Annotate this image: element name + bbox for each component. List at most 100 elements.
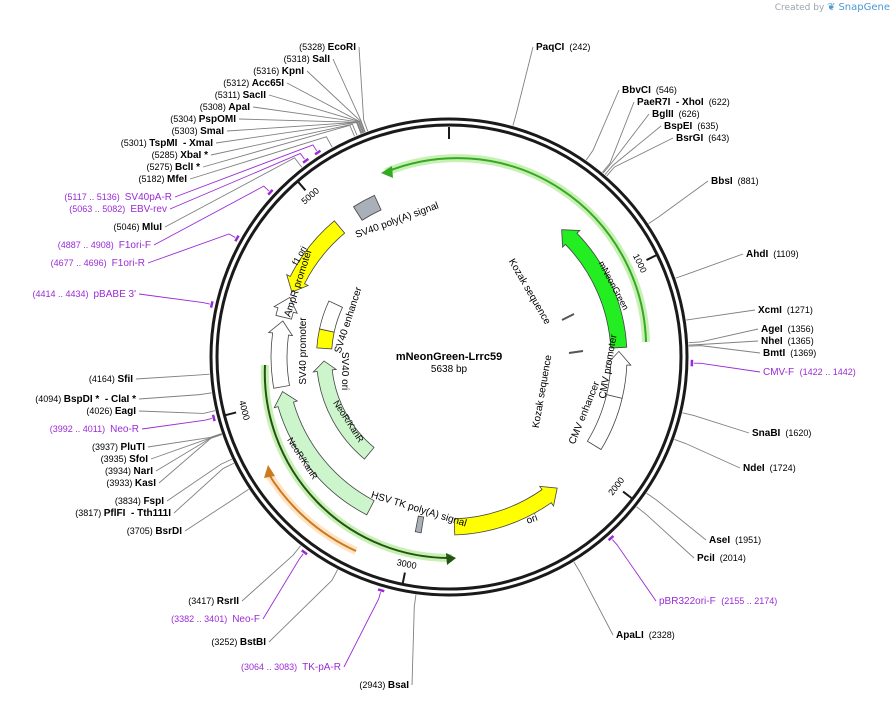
enzyme-label-xcmi: XcmI (1271) bbox=[758, 305, 813, 316]
leader-tspmi bbox=[215, 122, 362, 144]
enzyme-name-bsai: BsaI bbox=[388, 680, 409, 691]
leader-nhei bbox=[688, 340, 759, 346]
leader-xcmi bbox=[686, 309, 756, 321]
tick-label-5000: 5000 bbox=[299, 186, 321, 207]
credit-brand: SnapGene bbox=[838, 2, 890, 13]
primer-site-pbr322ori-f bbox=[607, 534, 615, 542]
enzyme-label-mfei: (5182) MfeI bbox=[138, 174, 187, 185]
enzyme-name-bsrgi: BsrGI bbox=[676, 133, 703, 144]
backbone-inner-ring bbox=[215, 123, 683, 591]
enzyme-position-pluti: (3937) bbox=[92, 442, 121, 452]
enzyme-label-sacii: (5311) SacII bbox=[215, 90, 266, 101]
primer-range-neo-r: (3992 .. 4011) bbox=[50, 424, 110, 434]
primer-label-f1ori-f: (4887 .. 4908) F1ori-F bbox=[58, 240, 151, 251]
enzyme-position-apali: (2328) bbox=[644, 630, 675, 640]
primer-name-neo-f: Neo-F bbox=[232, 614, 260, 625]
enzyme-position-mfei: (5182) bbox=[138, 174, 167, 184]
enzyme-position-mlui: (5046) bbox=[113, 222, 142, 232]
enzyme-name-kasi: KasI bbox=[135, 478, 156, 489]
primer-range-tk-pa-r: (3064 .. 3083) bbox=[241, 662, 302, 672]
primer-range-sv40pa-r: (5117 .. 5136) bbox=[64, 192, 124, 202]
enzyme-name-ecori: EcoRI bbox=[328, 42, 357, 53]
leader-bbvci bbox=[585, 89, 620, 161]
enzyme-label-bspdi: (4094) BspDI * - ClaI * bbox=[35, 394, 136, 405]
enzyme-position-bglii: (626) bbox=[674, 109, 700, 119]
enzyme-position-smai: (5303) bbox=[172, 126, 201, 136]
leader-bglii bbox=[602, 113, 650, 174]
primer-site-sv40pa-r bbox=[314, 149, 322, 156]
primer-range-cmv-f: (1422 .. 1442) bbox=[800, 367, 856, 377]
leader-apali bbox=[573, 561, 614, 636]
tick-3000 bbox=[401, 572, 406, 585]
leader-nari bbox=[155, 433, 222, 472]
enzyme-label-asei: AseI (1951) bbox=[709, 535, 761, 546]
enzyme-name-smai: SmaI bbox=[200, 126, 224, 137]
neo-line-inner-arrow bbox=[446, 553, 456, 565]
primer-leader-pbr322ori-f bbox=[612, 539, 657, 602]
enzyme-name-mlui: MluI bbox=[142, 222, 162, 233]
leader-bspdi bbox=[138, 392, 212, 400]
primer-name-cmv-f: CMV-F bbox=[763, 367, 800, 378]
enzyme-name-kpni: KpnI bbox=[282, 66, 304, 77]
leader-sfii bbox=[135, 373, 210, 380]
feature-ori-inner bbox=[453, 485, 558, 536]
tick-2000 bbox=[622, 490, 634, 500]
primer-site-f1ori-r bbox=[234, 234, 240, 242]
backbone-outer-ring bbox=[209, 117, 689, 597]
primer-leader-f1ori-f bbox=[153, 185, 270, 246]
enzyme-name-nhei: NheI bbox=[761, 336, 783, 347]
leader-snabi bbox=[682, 412, 750, 434]
feature-cmv-enhancer-inner bbox=[586, 394, 623, 451]
enzyme-position-bbsi: (881) bbox=[733, 176, 759, 186]
enzyme-label-bmti: BmtI (1369) bbox=[763, 348, 816, 359]
enzyme-name-agei: AgeI bbox=[761, 324, 783, 335]
mneongreen-line-arrow bbox=[381, 166, 393, 178]
primer-leader-pbabe-3 bbox=[138, 293, 210, 305]
enzyme-position-bspdi: (4094) bbox=[35, 394, 64, 404]
enzyme-position-ahdi: (1109) bbox=[768, 249, 798, 259]
feature-sv40-enhancer-second bbox=[319, 300, 344, 333]
leader-mfei bbox=[189, 136, 333, 180]
leader-rsrii bbox=[241, 545, 301, 602]
feature-label-sv40-promoter: SV40 promoter bbox=[298, 317, 309, 385]
enzyme-name-paer7i: PaeR7I - XhoI bbox=[637, 97, 704, 108]
enzyme-position-pspomi: (5304) bbox=[170, 114, 199, 124]
leader-eagi bbox=[138, 410, 216, 414]
enzyme-position-bcli: (5275) bbox=[146, 162, 175, 172]
enzyme-position-nhei: (1365) bbox=[783, 336, 814, 346]
enzyme-label-acc65i: (5312) Acc65I bbox=[223, 78, 284, 89]
enzyme-label-bglii: BglII (626) bbox=[652, 109, 700, 120]
enzyme-position-snabi: (1620) bbox=[780, 428, 811, 438]
primer-site-f1ori-f bbox=[267, 189, 274, 196]
plasmid-length: 5638 bp bbox=[431, 364, 468, 375]
enzyme-position-bspei: (635) bbox=[692, 121, 718, 131]
enzyme-position-kpni: (5316) bbox=[253, 66, 282, 76]
primer-name-f1ori-f: F1ori-F bbox=[119, 240, 151, 251]
primer-name-ebv-rev: EBV-rev bbox=[130, 204, 167, 215]
enzyme-name-bspei: BspEI bbox=[664, 121, 693, 132]
enzyme-label-pflfi: (3817) PflFI - Tth111I bbox=[75, 508, 171, 519]
primer-name-pbr322ori-f: pBR322ori-F bbox=[659, 596, 721, 607]
kozak-mark-2 bbox=[568, 350, 584, 354]
site-labels: (5328) EcoRI(5318) SalI(5316) KpnI(5312)… bbox=[32, 42, 855, 691]
feature-label-ori: ori bbox=[525, 513, 539, 527]
enzyme-name-pcii: PciI bbox=[697, 553, 715, 564]
enzyme-label-ahdi: AhdI (1109) bbox=[746, 249, 799, 260]
enzyme-name-bsrdi: BsrDI bbox=[155, 526, 182, 537]
enzyme-label-pluti: (3937) PluTI bbox=[92, 442, 145, 453]
leader-ecori bbox=[358, 46, 369, 132]
tick-5000 bbox=[296, 180, 307, 191]
enzyme-name-sali: SalI bbox=[312, 54, 330, 65]
primer-range-pbr322ori-f: (2155 .. 2174) bbox=[721, 596, 777, 606]
leader-apai bbox=[252, 106, 364, 134]
primer-leader-sv40pa-r bbox=[174, 144, 318, 198]
leader-mlui bbox=[164, 157, 303, 228]
enzyme-label-tspmi: (5301) TspMI - XmaI bbox=[121, 138, 213, 149]
primer-label-f1ori-r: (4677 .. 4696) F1ori-R bbox=[51, 258, 145, 269]
primer-leader-cmv-f bbox=[693, 362, 761, 373]
enzyme-position-sfii: (4164) bbox=[89, 374, 118, 384]
feature-hsv-tk-poly-a-signal-inner bbox=[414, 515, 425, 534]
enzyme-label-smai: (5303) SmaI bbox=[172, 126, 225, 137]
enzyme-name-sacii: SacII bbox=[243, 90, 267, 101]
enzyme-position-pflfi: (3817) bbox=[75, 508, 104, 518]
